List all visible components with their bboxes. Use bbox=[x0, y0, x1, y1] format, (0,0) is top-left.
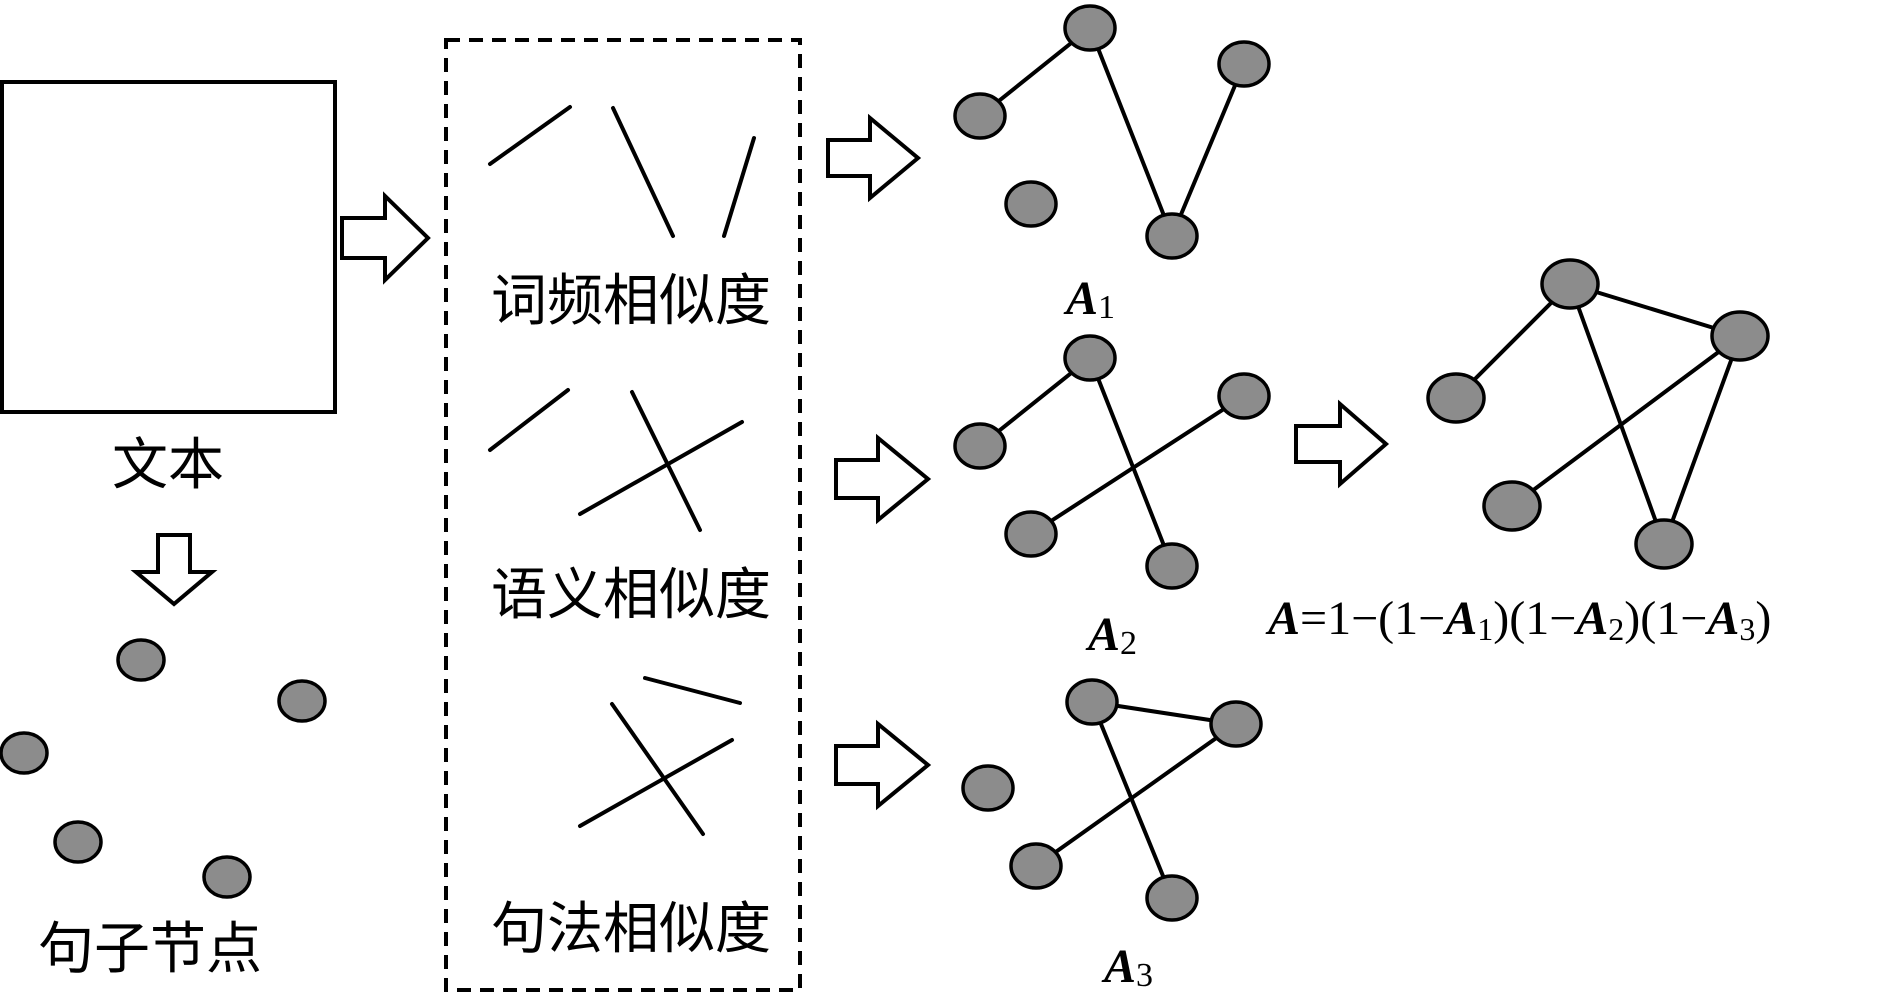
graph-a2-letter: A bbox=[1085, 608, 1120, 661]
sem-line bbox=[578, 420, 744, 516]
graph-a1-label: A1 bbox=[1063, 272, 1115, 326]
syn-line bbox=[578, 738, 734, 828]
graph-node bbox=[1004, 180, 1058, 228]
graph-node bbox=[1634, 518, 1694, 570]
text-label: 文本 bbox=[112, 433, 224, 498]
graph-edge bbox=[1034, 722, 1238, 868]
graph-node bbox=[953, 422, 1007, 470]
formula-end: ) bbox=[1755, 592, 1771, 645]
graph-a3-subscript: 3 bbox=[1136, 957, 1153, 994]
graph-node bbox=[1710, 310, 1770, 362]
similarity-dashed-box bbox=[444, 38, 802, 992]
formula-a1: A bbox=[1442, 592, 1477, 645]
formula-sub1: 1 bbox=[1477, 611, 1493, 647]
graph-edge bbox=[1170, 62, 1246, 238]
graph-a2-label: A2 bbox=[1085, 608, 1137, 662]
arrow-to-similarity bbox=[340, 191, 431, 285]
combined-graph-a bbox=[1426, 258, 1770, 570]
formula-eq: =1−(1− bbox=[1300, 592, 1445, 645]
graph-node bbox=[1217, 40, 1271, 88]
formula-p1: )(1− bbox=[1493, 592, 1576, 645]
term-frequency-label: 词频相似度 bbox=[491, 269, 771, 334]
graph-a3-letter: A bbox=[1101, 940, 1136, 993]
graph-node bbox=[1145, 874, 1199, 922]
arrow-down-to-nodes bbox=[130, 533, 218, 607]
combination-formula: A=1−(1−A1)(1−A2)(1−A3) bbox=[1265, 592, 1771, 647]
graph-node bbox=[1217, 372, 1271, 420]
graph-a1-subscript: 1 bbox=[1098, 289, 1115, 326]
syn-line bbox=[610, 702, 705, 836]
graph-node bbox=[1426, 372, 1486, 424]
formula-sub2: 2 bbox=[1608, 611, 1624, 647]
sentence-node bbox=[277, 679, 327, 723]
arrow-to-graph-a1 bbox=[826, 113, 922, 203]
graph-edge bbox=[1510, 334, 1742, 508]
graph-node bbox=[1209, 700, 1263, 748]
sentence-node bbox=[202, 855, 252, 899]
graph-node bbox=[1540, 258, 1600, 310]
semantic-label: 语义相似度 bbox=[491, 563, 771, 628]
graph-node bbox=[1145, 542, 1199, 590]
formula-a3: A bbox=[1704, 592, 1739, 645]
graph-a1 bbox=[953, 4, 1271, 260]
graph-node bbox=[1065, 678, 1119, 726]
graph-edge bbox=[1662, 334, 1742, 546]
sentence-node bbox=[116, 638, 166, 682]
graph-node bbox=[1063, 334, 1117, 382]
sentence-node bbox=[0, 731, 49, 775]
sem-line bbox=[630, 390, 702, 532]
graph-node bbox=[953, 92, 1007, 140]
arrow-to-graph-a3 bbox=[834, 719, 932, 811]
sentence-nodes bbox=[0, 638, 327, 899]
graph-edge bbox=[1568, 282, 1666, 546]
graph-a3-label: A3 bbox=[1101, 940, 1153, 994]
graph-node bbox=[1004, 510, 1058, 558]
graph-edge bbox=[1568, 282, 1742, 338]
graph-a2-subscript: 2 bbox=[1120, 625, 1137, 662]
graph-node bbox=[1145, 212, 1199, 260]
tf-line bbox=[488, 105, 572, 166]
graph-a3 bbox=[961, 678, 1263, 922]
arrow-to-combined-graph bbox=[1294, 399, 1390, 489]
sem-line bbox=[488, 388, 570, 452]
syntactic-label: 句法相似度 bbox=[491, 897, 771, 962]
syn-line bbox=[643, 676, 742, 705]
graph-node bbox=[1063, 4, 1117, 52]
formula-a2: A bbox=[1573, 592, 1608, 645]
graph-node bbox=[961, 764, 1015, 812]
graph-node bbox=[1482, 480, 1542, 532]
formula-p2: )(1− bbox=[1624, 592, 1707, 645]
graph-edge bbox=[1088, 26, 1174, 238]
semantic-lines bbox=[488, 388, 744, 532]
sentence-nodes-label: 句子节点 bbox=[38, 917, 262, 982]
arrow-to-graph-a2 bbox=[834, 433, 932, 525]
graph-node bbox=[1009, 842, 1063, 890]
graph-edge bbox=[1088, 356, 1174, 568]
formula-lhs: A bbox=[1265, 592, 1300, 645]
text-document-box bbox=[0, 80, 337, 414]
graph-a1-letter: A bbox=[1063, 272, 1098, 325]
formula-sub3: 3 bbox=[1739, 611, 1755, 647]
term-frequency-lines bbox=[488, 105, 756, 238]
graph-a2 bbox=[953, 334, 1271, 590]
sentence-node bbox=[53, 820, 103, 864]
tf-line bbox=[611, 106, 675, 238]
tf-line bbox=[722, 136, 756, 238]
graph-edge bbox=[1029, 394, 1246, 536]
syntactic-lines bbox=[578, 676, 742, 836]
